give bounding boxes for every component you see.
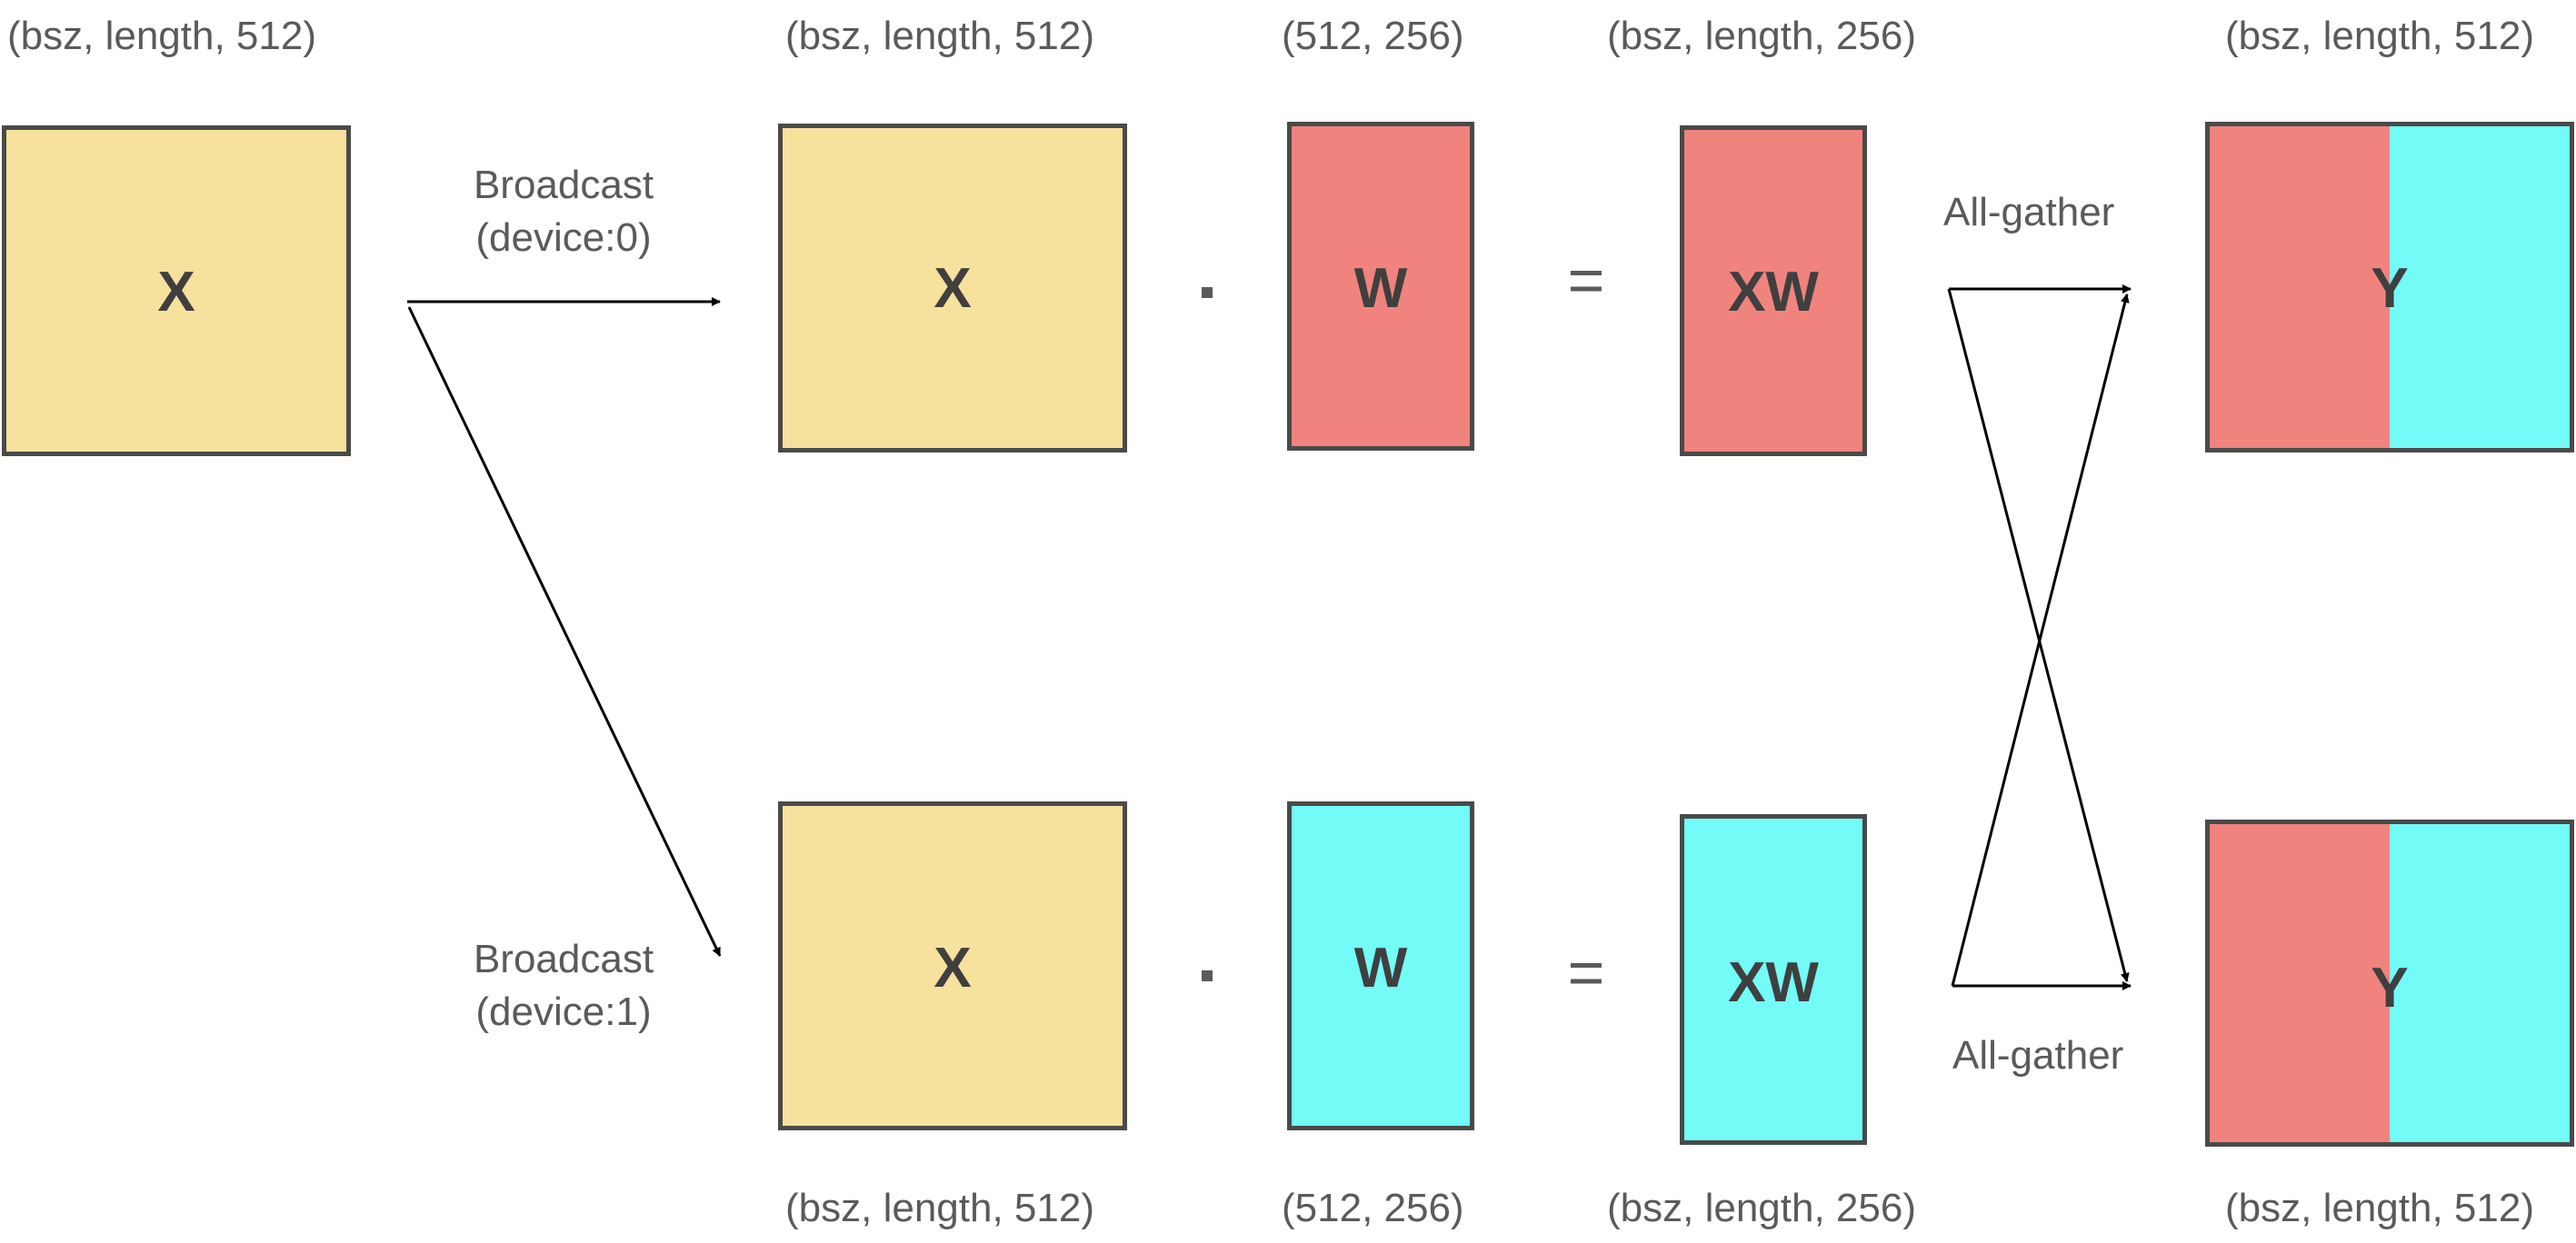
row0-x-shape-label: (bsz, length, 512) — [785, 14, 1094, 58]
row1-y-label: Y — [2371, 957, 2409, 1019]
row0-xw-shape-label: (bsz, length, 256) — [1607, 14, 1916, 58]
row0-y-label: Y — [2371, 257, 2409, 320]
broadcast-device1-line2: (device:1) — [475, 989, 652, 1034]
broadcast-arrow-device1 — [407, 306, 722, 957]
row1-multiply-dot — [1202, 970, 1213, 981]
row1-w-shape-label: (512, 256) — [1282, 1186, 1464, 1230]
broadcast-device1-line1: Broadcast — [473, 937, 654, 981]
row1-y-shape-label: (bsz, length, 512) — [2225, 1186, 2534, 1230]
broadcast-device0-line2: (device:0) — [475, 215, 652, 260]
allgather-top-to-bottom-arrow — [1947, 288, 2130, 982]
row0-w-label: W — [1353, 257, 1408, 320]
row0-allgather-label: All-gather — [1943, 190, 2115, 234]
row1-x-label: X — [934, 937, 972, 999]
row0-w-box — [1287, 122, 1474, 451]
input-x-label: X — [157, 261, 195, 323]
row0-xw-box — [1680, 125, 1867, 456]
allgather-bottom-to-top-arrow — [1951, 293, 2130, 987]
row1-xw-label: XW — [1728, 951, 1819, 1014]
row0-x-box — [778, 124, 1127, 452]
row0-w-shape-label: (512, 256) — [1282, 14, 1464, 58]
row0-equals-sign: = — [1567, 244, 1605, 315]
input-shape-label: (bsz, length, 512) — [7, 14, 316, 58]
row0-y-box — [2205, 122, 2574, 452]
row1-allgather-label: All-gather — [1952, 1033, 2124, 1078]
row1-x-box — [778, 801, 1127, 1130]
row1-y-box — [2205, 820, 2574, 1147]
row0-multiply-dot — [1202, 287, 1213, 298]
row1-xw-box — [1680, 814, 1867, 1145]
row1-x-shape-label: (bsz, length, 512) — [785, 1186, 1094, 1230]
row1-equals-sign: = — [1567, 937, 1605, 1008]
row0-xw-label: XW — [1728, 261, 1819, 323]
row1-w-label: W — [1353, 937, 1408, 999]
row0-x-label: X — [934, 257, 972, 320]
row1-w-box — [1287, 801, 1474, 1130]
input-x-box — [2, 125, 351, 456]
row0-y-shape-label: (bsz, length, 512) — [2225, 14, 2534, 58]
row1-xw-shape-label: (bsz, length, 256) — [1607, 1186, 1916, 1230]
broadcast-device0-line1: Broadcast — [473, 163, 654, 207]
